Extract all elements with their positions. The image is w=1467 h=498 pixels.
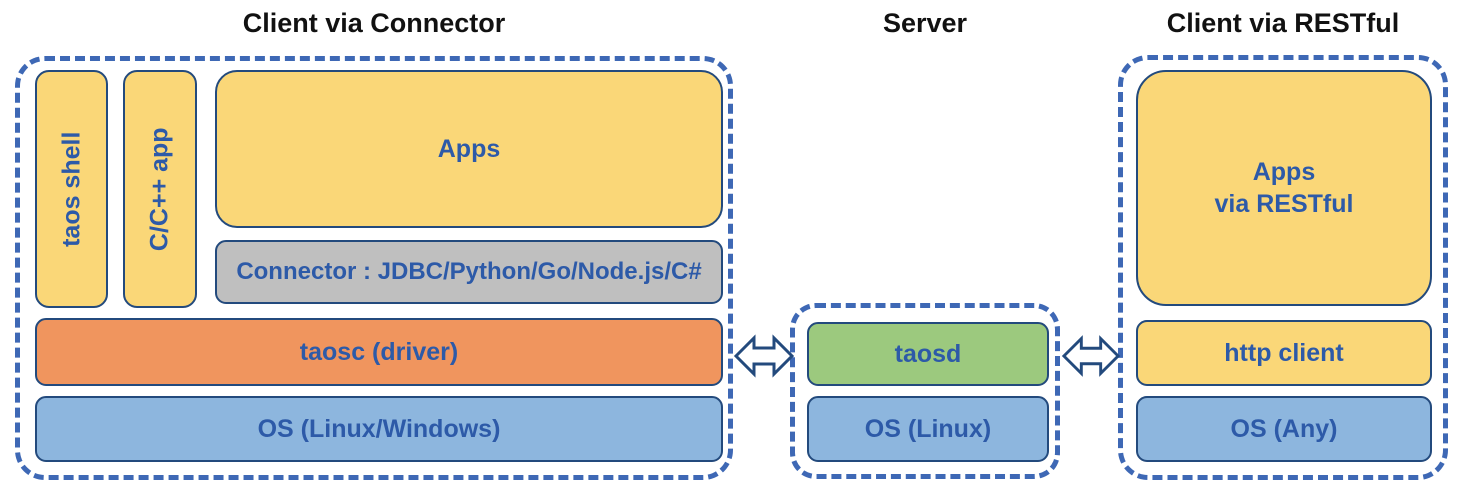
section-title-client-via-connector: Client via Connector [242,8,506,38]
os-any-box: OS (Any) [1136,396,1432,462]
os-linux-box: OS (Linux) [807,396,1049,462]
http-client-box: http client [1136,320,1432,386]
apps-label: Apps [437,134,501,163]
bidirectional-arrow-icon [1061,335,1121,377]
http-client-label: http client [1224,338,1344,367]
os-linux-windows-box: OS (Linux/Windows) [35,396,723,462]
taosc-driver-box: taosc (driver) [35,318,723,386]
apps-box: Apps [215,70,723,228]
client-via-connector-group [15,56,733,480]
client-via-restful-group [1118,55,1448,480]
taos-shell-box: taos shell [35,70,108,308]
taos-shell-label: taos shell [57,131,86,247]
apps-via-restful-label: Apps via RESTful [1214,157,1354,219]
taosc-driver-label: taosc (driver) [299,337,459,366]
os-linux-label: OS (Linux) [864,414,992,443]
os-any-label: OS (Any) [1230,414,1338,443]
taosd-box: taosd [807,322,1049,386]
os-linux-windows-label: OS (Linux/Windows) [257,414,501,443]
cpp-app-label: C/C++ app [145,127,174,251]
apps-via-restful-box: Apps via RESTful [1136,70,1432,306]
cpp-app-box: C/C++ app [123,70,197,308]
connector-box: Connector : JDBC/Python/Go/Node.js/C# [215,240,723,304]
section-title-client-via-restful: Client via RESTful [1166,8,1400,38]
server-group [790,303,1060,479]
taosd-label: taosd [894,339,962,368]
bidirectional-arrow-icon [733,334,795,378]
section-title-server: Server [882,8,968,38]
connector-label: Connector : JDBC/Python/Go/Node.js/C# [236,258,702,286]
